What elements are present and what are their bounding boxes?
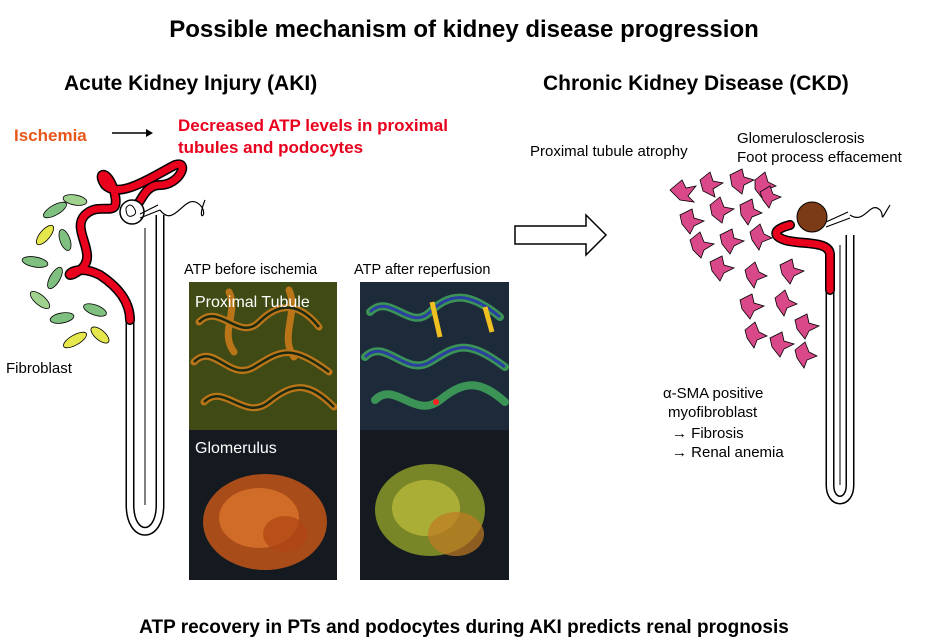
fibroblast-cells (21, 194, 110, 349)
panel-proximal-tubule-label: Proximal Tubule (195, 294, 310, 311)
panel-pt-before: Proximal Tubule (189, 282, 337, 430)
aki-heading: Acute Kidney Injury (AKI) (64, 72, 318, 95)
sma-label-line1: α-SMA positive (663, 385, 764, 402)
myofibroblast-cells (669, 168, 821, 369)
glom-after-image (360, 430, 509, 580)
pt-after-image (360, 282, 509, 430)
fibrosis-label: → Fibrosis (672, 425, 744, 442)
tubule-atrophy-label: Proximal tubule atrophy (530, 143, 688, 160)
atp-decrease-line2: tubules and podocytes (178, 138, 364, 157)
ischemia-label: Ischemia (14, 126, 87, 145)
atp-after-label: ATP after reperfusion (354, 262, 491, 278)
panel-glomerulus-label: Glomerulus (195, 440, 277, 457)
panel-glom-before: Glomerulus (189, 430, 337, 580)
ckd-nephron (771, 201, 891, 505)
atp-decrease-line1: Decreased ATP levels in proximal (178, 116, 448, 135)
sma-label-line2: myofibroblast (668, 404, 758, 421)
ischemia-arrow-icon (112, 129, 153, 137)
panel-pt-after (360, 282, 509, 430)
progression-arrow-icon (514, 213, 608, 257)
page-title: Possible mechanism of kidney disease pro… (169, 16, 759, 43)
pt-before-image (189, 282, 337, 430)
foot-process-label: Foot process effacement (737, 149, 902, 166)
panel-glom-after (360, 430, 509, 580)
fibroblast-label: Fibroblast (6, 360, 72, 377)
sclerotic-glomerulus-icon (796, 201, 828, 233)
aki-nephron (64, 159, 206, 536)
glom-before-image (189, 430, 337, 580)
ckd-heading: Chronic Kidney Disease (CKD) (543, 72, 849, 95)
footer-conclusion: ATP recovery in PTs and podocytes during… (139, 617, 789, 638)
glomerulosclerosis-label: Glomerulosclerosis (737, 130, 865, 147)
renal-anemia-label: → Renal anemia (672, 444, 784, 461)
atp-before-label: ATP before ischemia (184, 262, 318, 278)
